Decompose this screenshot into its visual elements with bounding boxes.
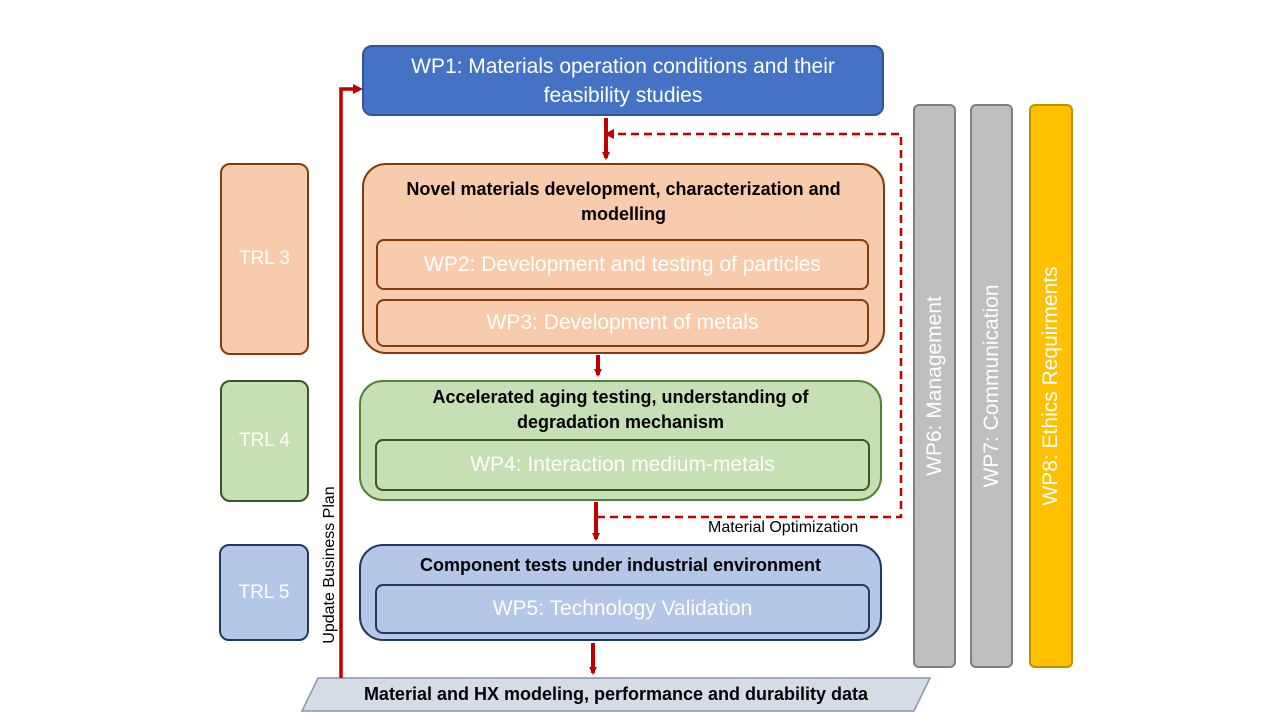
- wp7-bar: WP7: Communication: [970, 104, 1013, 668]
- output-label: Material and HX modeling, performance an…: [363, 684, 869, 704]
- wp8-label: WP8: Ethics Requirments: [1039, 266, 1062, 506]
- component-tests-title: Component tests under industrial environ…: [419, 555, 822, 575]
- feedback-loop-dashed: [597, 132, 903, 519]
- trl-5-label: TRL 5: [238, 581, 290, 603]
- wp5-box: WP5: Technology Validation: [375, 584, 870, 634]
- wp7-label: WP7: Communication: [979, 284, 1003, 488]
- wp1-label: WP1: Materials operation conditions and …: [411, 54, 835, 107]
- feedback-arrowhead: [604, 129, 614, 139]
- aging-testing-group: Accelerated aging testing, understanding…: [359, 380, 882, 501]
- trl-4-box: TRL 4: [220, 380, 309, 502]
- wp1-box: WP1: Materials operation conditions and …: [362, 45, 884, 116]
- aging-testing-title: Accelerated aging testing, understanding…: [432, 387, 809, 432]
- wp4-box: WP4: Interaction medium-metals: [375, 439, 870, 491]
- wp3-box: WP3: Development of metals: [376, 299, 869, 347]
- wp8-bar: WP8: Ethics Requirments: [1029, 104, 1073, 668]
- output-parallelogram: [300, 677, 932, 712]
- wp6-label: WP6: Management: [922, 296, 946, 476]
- material-optimization-label: Material Optimization: [708, 519, 859, 536]
- wp4-label: WP4: Interaction medium-metals: [470, 453, 775, 476]
- trl-4-label: TRL 4: [238, 430, 291, 451]
- wp3-label: WP3: Development of metals: [486, 311, 759, 334]
- wp6-bar: WP6: Management: [913, 104, 956, 668]
- wp2-box: WP2: Development and testing of particle…: [376, 239, 869, 290]
- component-tests-group: Component tests under industrial environ…: [359, 544, 882, 641]
- wp5-label: WP5: Technology Validation: [492, 597, 753, 620]
- wp2-label: WP2: Development and testing of particle…: [424, 252, 821, 276]
- business-plan-arrowhead: [353, 84, 363, 94]
- materials-development-group: Novel materials development, characteriz…: [362, 163, 885, 354]
- materials-development-title: Novel materials development, characteriz…: [406, 179, 841, 224]
- update-business-plan-label: Update Business Plan: [321, 486, 338, 644]
- trl-3-box: TRL 3: [220, 163, 309, 355]
- trl-3-label: TRL 3: [238, 248, 291, 269]
- business-plan-line: [339, 87, 356, 678]
- trl-5-box: TRL 5: [219, 544, 309, 641]
